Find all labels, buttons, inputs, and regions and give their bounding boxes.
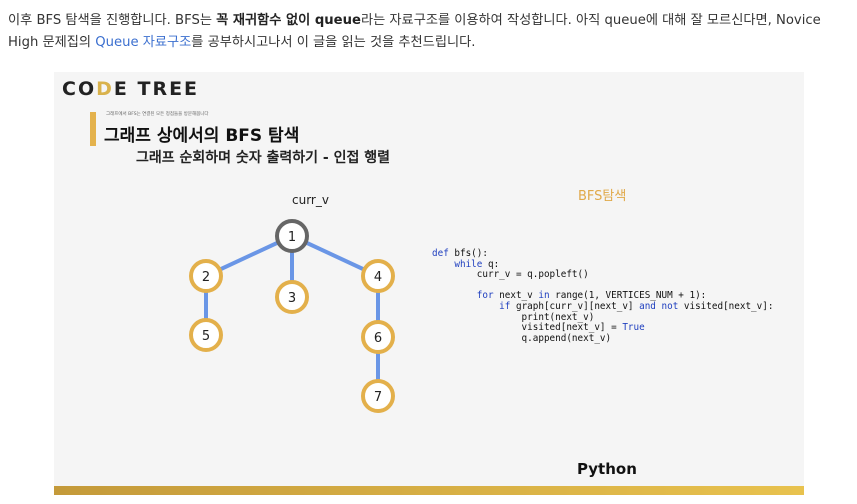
slide-caption: 그래프에서 BFS는 연결된 모든 정점들을 방문해봅니다 [106, 112, 209, 117]
graph-node-3: 3 [275, 280, 309, 314]
graph-node-label: 2 [202, 270, 210, 285]
graph-node-label: 1 [288, 230, 296, 245]
graph-node-2: 2 [189, 259, 223, 293]
graph-diagram: curr_v 1 2 3 4 5 6 7 [189, 193, 395, 413]
graph-node-1: 1 [275, 219, 309, 253]
graph-node-5: 5 [189, 318, 223, 352]
graph-node-6: 6 [361, 320, 395, 354]
slide-subtitle: 그래프 순회하며 숫자 출력하기 - 인접 행렬 [136, 150, 391, 166]
graph-node-label: 6 [374, 331, 382, 346]
queue-link[interactable]: Queue 자료구조 [95, 35, 192, 50]
codetree-logo: CODE TREE [62, 78, 200, 100]
bfs-label: BFS탐색 [578, 189, 627, 204]
paragraph-text-1: 이후 BFS 탐색을 진행합니다. BFS는 [8, 13, 217, 28]
slide-footer-bar [54, 486, 804, 495]
slide-title: 그래프 상에서의 BFS 탐색 [104, 126, 300, 146]
graph-node-label: 7 [374, 390, 382, 405]
curr-v-label: curr_v [292, 193, 329, 207]
paragraph-text-3: 를 공부하시고나서 이 글을 읽는 것을 추천드립니다. [191, 35, 476, 50]
intro-paragraph: 이후 BFS 탐색을 진행합니다. BFS는 꼭 재귀함수 없이 queue라는… [8, 10, 850, 54]
graph-node-label: 4 [374, 270, 382, 285]
paragraph-text-2: 라는 자료구조를 이용하여 작성합니다. 아직 queue에 대해 잘 모르신다… [8, 13, 821, 50]
title-accent-bar [90, 112, 96, 146]
lecture-slide-image: CODE TREE 그래프에서 BFS는 연결된 모든 정점들을 방문해봅니다 … [54, 72, 804, 495]
graph-node-7: 7 [361, 379, 395, 413]
python-code-block: def bfs(): while q: curr_v = q.popleft()… [432, 248, 774, 344]
graph-node-label: 3 [288, 291, 296, 306]
graph-node-label: 5 [202, 329, 210, 344]
paragraph-bold: 꼭 재귀함수 없이 queue [216, 13, 361, 28]
language-label: Python [577, 460, 637, 478]
graph-node-4: 4 [361, 259, 395, 293]
